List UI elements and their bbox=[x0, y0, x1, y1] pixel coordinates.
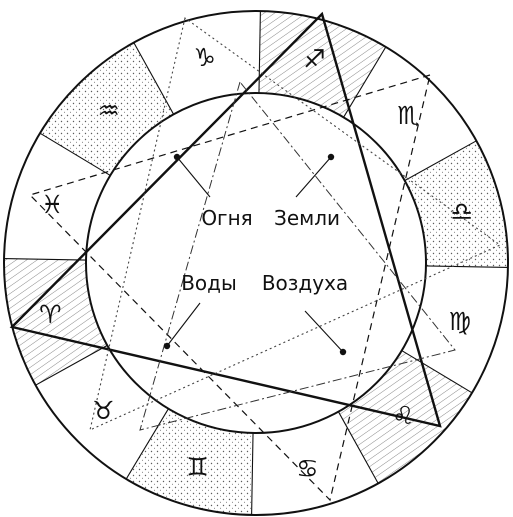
earth-leader bbox=[295, 156, 332, 198]
scorpio-glyph: ♏ bbox=[397, 101, 419, 130]
sector-divider bbox=[39, 132, 111, 176]
water-dot bbox=[163, 342, 171, 350]
taurus-glyph: ♉ bbox=[92, 396, 114, 425]
earth-triangle bbox=[89, 17, 502, 431]
water-leader bbox=[166, 302, 201, 347]
sector-divider bbox=[4, 258, 87, 261]
sagittarius-sector-shade bbox=[258, 11, 386, 118]
pisces-glyph: ♓ bbox=[41, 190, 63, 219]
sector-divider bbox=[125, 408, 169, 480]
earth-dot bbox=[327, 153, 335, 161]
capricorn-glyph: ♑ bbox=[194, 43, 216, 72]
outer-ring bbox=[3, 10, 509, 516]
sector-divider bbox=[401, 350, 473, 394]
element-triangles bbox=[9, 11, 502, 502]
sector-divider bbox=[337, 411, 379, 484]
sector-dividers bbox=[4, 11, 508, 515]
aries-sector-shade bbox=[3, 258, 108, 386]
sector-divider bbox=[343, 46, 387, 118]
sector-divider bbox=[404, 140, 477, 182]
cancer-glyph: ♋ bbox=[296, 454, 318, 483]
zodiac-glyphs: ♑ ♐ ♏ ♎ ♍ ♌ ♋ ♊ ♉ ♈ ♓ ♒ bbox=[39, 43, 473, 483]
aquarius-glyph: ♒ bbox=[98, 96, 120, 125]
sector-divider bbox=[133, 42, 175, 115]
water-label: Воды bbox=[181, 271, 237, 295]
fire-leader bbox=[176, 156, 211, 198]
inner-ring bbox=[85, 92, 427, 434]
water-triangle bbox=[139, 80, 456, 431]
aries-glyph: ♈ bbox=[39, 300, 61, 329]
air-dot bbox=[339, 348, 347, 356]
sector-divider bbox=[35, 344, 108, 386]
sagittarius-glyph: ♐ bbox=[303, 45, 325, 74]
air-triangle bbox=[28, 74, 431, 502]
sector-divider bbox=[258, 11, 261, 94]
libra-sector-shade bbox=[404, 140, 508, 268]
sector-shading bbox=[3, 11, 508, 515]
leo-glyph: ♌ bbox=[392, 401, 414, 430]
virgo-glyph: ♍ bbox=[449, 307, 471, 336]
air-label: Воздуха bbox=[262, 271, 348, 295]
fire-label: Огня bbox=[201, 206, 252, 230]
aquarius-sector-shade bbox=[39, 42, 174, 176]
gemini-glyph: ♊ bbox=[186, 452, 208, 481]
libra-glyph: ♎ bbox=[450, 197, 472, 226]
fire-dot bbox=[173, 153, 181, 161]
gemini-sector-shade bbox=[126, 408, 254, 515]
air-leader bbox=[304, 310, 344, 353]
element-leaders bbox=[163, 153, 347, 356]
earth-label: Земли bbox=[274, 206, 340, 230]
sector-divider bbox=[251, 432, 254, 515]
sector-divider bbox=[425, 265, 508, 268]
fire-triangle bbox=[9, 11, 442, 428]
